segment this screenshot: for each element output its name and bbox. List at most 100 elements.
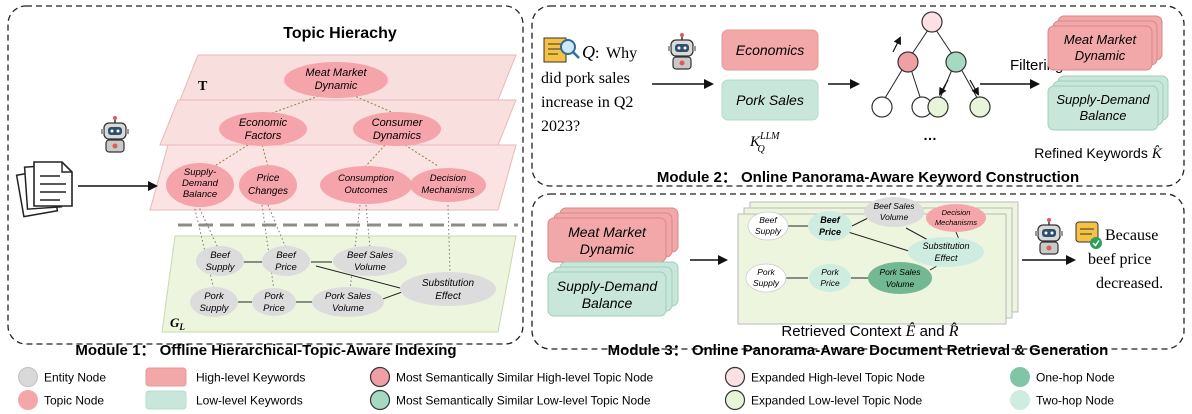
svg-text:Substitution: Substitution bbox=[922, 241, 969, 251]
svg-text:Beef: Beef bbox=[210, 250, 231, 261]
svg-text:Meat Market: Meat Market bbox=[1064, 32, 1138, 47]
legend-item-5: Topic Node bbox=[18, 390, 104, 410]
keyword-pork-sales-box bbox=[721, 79, 819, 121]
legend-swatch-1 bbox=[145, 367, 187, 387]
svg-text:Dynamic: Dynamic bbox=[1075, 48, 1126, 63]
ctx-substitution-effect: Substitution Effect bbox=[908, 237, 984, 267]
answer-line-2: beef price bbox=[1088, 251, 1152, 268]
svg-text:Supply: Supply bbox=[199, 303, 229, 314]
entity-beef-supply: Beef Supply bbox=[196, 246, 244, 276]
module-1-panel: Topic Hierachy T GL bbox=[7, 5, 524, 359]
retrieved-context-label: Retrieved Context Ê and R̂ bbox=[781, 321, 958, 340]
svg-text:Price: Price bbox=[263, 303, 285, 314]
legend-label-9: Two-hop Node bbox=[1036, 394, 1114, 408]
svg-text:Volume: Volume bbox=[880, 212, 909, 222]
entity-pork-supply: Pork Supply bbox=[190, 287, 238, 317]
topic-tree: … bbox=[871, 11, 991, 143]
legend-item-7: Most Semantically Similar Low-level Topi… bbox=[369, 389, 651, 411]
legend-swatch-8 bbox=[724, 389, 746, 411]
svg-text:Supply-: Supply- bbox=[184, 167, 216, 178]
svg-text:Factors: Factors bbox=[245, 130, 282, 142]
svg-text:Beef Sales: Beef Sales bbox=[347, 250, 393, 261]
entity-pork-price: Pork Price bbox=[252, 288, 296, 316]
svg-text:Pork: Pork bbox=[821, 267, 839, 277]
svg-text:Dynamic: Dynamic bbox=[580, 241, 634, 257]
keyword-economics-box bbox=[721, 29, 819, 71]
answer-chat-icon bbox=[1075, 221, 1102, 249]
q-symbol: Q bbox=[582, 42, 595, 62]
svg-text:Substitution: Substitution bbox=[422, 278, 475, 289]
svg-text:Effect: Effect bbox=[435, 291, 462, 302]
svg-text:Beef: Beef bbox=[276, 250, 297, 261]
topic-decision-mechanisms: Decision Mechanisms bbox=[410, 168, 486, 202]
topic-hierarchy-title: Topic Hierachy bbox=[283, 25, 397, 42]
svg-text:Mechanisms: Mechanisms bbox=[935, 218, 977, 227]
ctx-pork-supply: Pork Supply bbox=[745, 263, 787, 293]
module-2-caption: Module 2： Online Panorama-Aware Keyword … bbox=[657, 169, 1079, 186]
question-line-4: 2023? bbox=[541, 118, 580, 135]
svg-text:Pork: Pork bbox=[204, 291, 225, 302]
legend-label-3: Expanded High-level Topic Node bbox=[751, 371, 925, 385]
svg-text:Pork: Pork bbox=[264, 291, 285, 302]
answer-line-1: Because bbox=[1105, 227, 1158, 244]
question-line-3: increase in Q2 bbox=[541, 94, 633, 111]
legend-label-0: Entity Node bbox=[44, 371, 106, 385]
legend-item-8: Expanded Low-level Topic Node bbox=[724, 389, 923, 411]
legend-item-4: One-hop Node bbox=[1010, 367, 1115, 387]
ctx-beef-price: Beef Price bbox=[808, 211, 852, 241]
graph-label: GL bbox=[170, 315, 185, 332]
ctx-beef-supply: Beef Supply bbox=[747, 211, 789, 241]
legend-label-5: Topic Node bbox=[44, 394, 104, 408]
svg-text:Decision: Decision bbox=[430, 173, 466, 184]
svg-text:Changes: Changes bbox=[248, 186, 288, 197]
q-colon: : bbox=[595, 45, 599, 62]
svg-text:Balance: Balance bbox=[582, 295, 633, 311]
legend-item-2: Most Semantically Similar High-level Top… bbox=[369, 366, 654, 388]
legend-label-6: Low-level Keywords bbox=[196, 394, 303, 408]
legend-swatch-5 bbox=[18, 390, 38, 410]
svg-text:Dynamics: Dynamics bbox=[373, 130, 422, 142]
topic-price-changes: Price Changes bbox=[239, 165, 297, 205]
module-3-caption: Module 3： Online Panorama-Aware Document… bbox=[608, 342, 1109, 359]
module3-low-keyword-stack: Supply-Demand Balance bbox=[547, 261, 679, 317]
svg-text:Volume: Volume bbox=[354, 262, 386, 273]
legend-swatch-7 bbox=[369, 389, 391, 411]
ctx-beef-sales-volume: Beef Sales Volume bbox=[864, 197, 924, 227]
entity-substitution-effect: Substitution Effect bbox=[400, 272, 496, 306]
legend-label-4: One-hop Node bbox=[1036, 371, 1115, 385]
svg-text:Price: Price bbox=[257, 173, 280, 184]
svg-text:Outcomes: Outcomes bbox=[344, 185, 388, 196]
legend-label-1: High-level Keywords bbox=[196, 371, 305, 385]
robot-icon bbox=[101, 116, 129, 153]
question-line-1: Why bbox=[606, 45, 637, 62]
svg-text:Price: Price bbox=[275, 262, 297, 273]
entity-projection-links bbox=[193, 204, 451, 291]
svg-text:Supply: Supply bbox=[753, 278, 780, 288]
svg-text:Supply-Demand: Supply-Demand bbox=[557, 278, 659, 294]
entity-pork-sales-volume: Pork Sales Volume bbox=[312, 287, 384, 317]
module-1-caption: Module 1： Offline Hierarchical-Topic-Awa… bbox=[75, 342, 456, 359]
svg-text:Balance: Balance bbox=[183, 189, 217, 200]
refined-low-keyword-stack: Supply-Demand Balance bbox=[1047, 75, 1169, 131]
refined-keywords-label: Refined Keywords K̂ bbox=[1034, 145, 1163, 162]
svg-text:Price: Price bbox=[820, 278, 840, 288]
topic-consumption-outcomes: Consumption Outcomes bbox=[320, 166, 412, 204]
robot-icon-2 bbox=[668, 33, 696, 70]
svg-text:Beef: Beef bbox=[820, 215, 841, 225]
entity-beef-sales-volume: Beef Sales Volume bbox=[333, 246, 407, 276]
tree-ellipsis: … bbox=[923, 127, 937, 143]
svg-text:Effect: Effect bbox=[934, 253, 958, 263]
module3-high-keyword-stack: Meat Market Dynamic bbox=[547, 207, 679, 263]
refined-high-keyword-stack: Meat Market Dynamic bbox=[1047, 15, 1163, 71]
legend-swatch-3 bbox=[724, 366, 746, 388]
ctx-pork-price: Pork Price bbox=[809, 264, 851, 292]
svg-text:Volume: Volume bbox=[886, 279, 915, 289]
svg-text:Mechanisms: Mechanisms bbox=[421, 185, 475, 196]
ctx-decision-mechanisms: Decision Mechanisms bbox=[926, 204, 986, 232]
legend-item-6: Low-level Keywords bbox=[145, 390, 303, 410]
svg-text:Consumer: Consumer bbox=[372, 117, 424, 129]
svg-text:Volume: Volume bbox=[332, 303, 364, 314]
legend-item-9: Two-hop Node bbox=[1010, 390, 1114, 410]
